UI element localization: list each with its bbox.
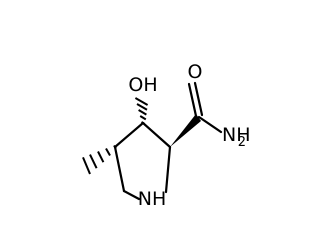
amide-n-label: NH: [222, 124, 250, 146]
bond-n1-c2: [164, 145, 172, 194]
ring-nh-label: NH: [138, 188, 167, 210]
hashed-bond-c3-oh: [134, 97, 149, 125]
bond-c5-n1: [122, 189, 141, 201]
wedge-bond-c2-carbonyl-c: [170, 114, 201, 147]
molecule-structure: OH O NH 2 NH: [82, 61, 250, 210]
amide-n-h-count: 2: [238, 135, 246, 150]
bond-c3-c4: [113, 121, 145, 149]
hydroxyl-o-label: OH: [128, 74, 157, 96]
bond-c4-c5: [113, 145, 126, 193]
bond-carbonyl-double-a: [187, 82, 198, 118]
bond-c3-c2: [141, 121, 172, 149]
hashed-bond-c4-methyl: [82, 144, 117, 175]
bond-carbonyl-c-amide-n: [197, 115, 223, 134]
carbonyl-o-label: O: [188, 61, 203, 83]
bond-carbonyl-double-b: [193, 81, 204, 117]
